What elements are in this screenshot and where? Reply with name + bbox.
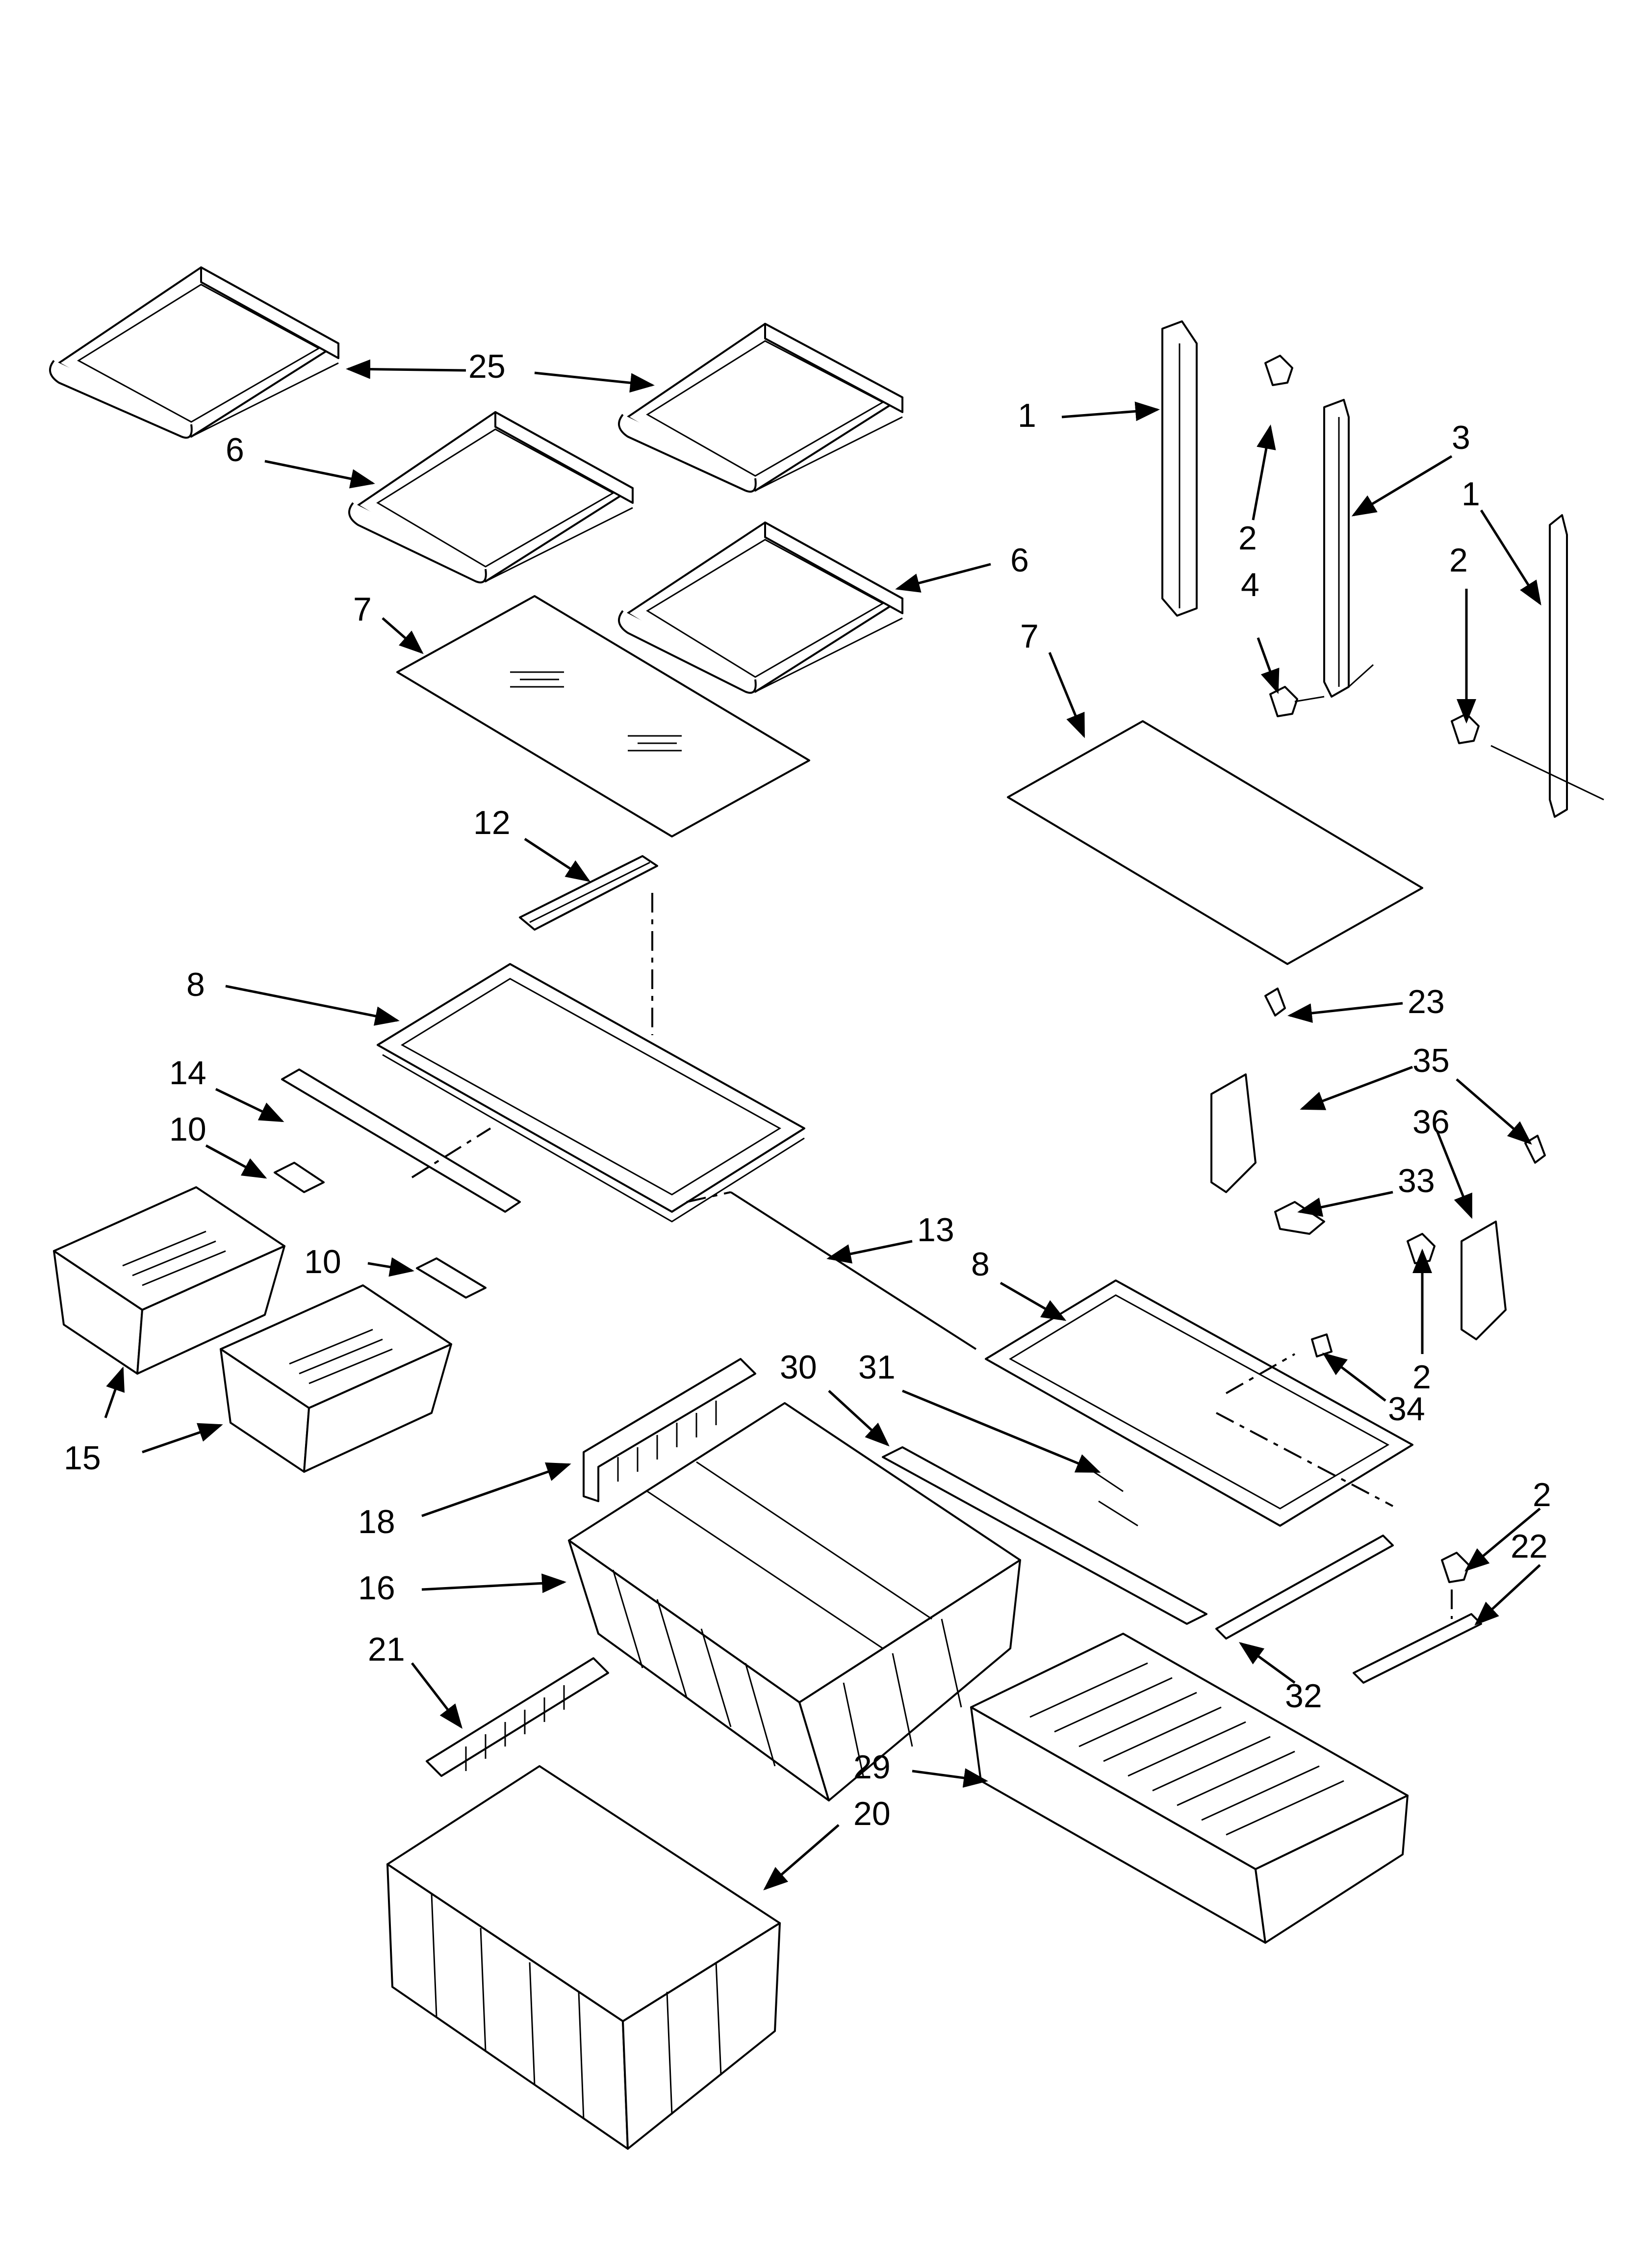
- bracket-32: [1215, 1535, 1394, 1640]
- crisper-shelf-frame-left: [377, 963, 805, 1223]
- callout-18: 18: [358, 1503, 395, 1540]
- callout-15: 15: [64, 1439, 101, 1477]
- crisper-drawer-upper: [53, 1186, 285, 1375]
- glass-shelf-left: [396, 595, 810, 837]
- clip-10: [274, 1162, 487, 1299]
- callout-33: 33: [1398, 1162, 1435, 1199]
- wire-basket-upper: [568, 1402, 1021, 1801]
- callout-23: 23: [1408, 983, 1445, 1020]
- callout-30: 30: [780, 1349, 817, 1386]
- callout-2: 2: [1449, 542, 1468, 579]
- callout-25: 25: [468, 348, 506, 385]
- crisper-drawer-lower: [220, 1284, 452, 1473]
- leader-lines: [104, 359, 1541, 1891]
- slide-trim-12: [519, 855, 658, 1035]
- callout-10: 10: [169, 1111, 206, 1148]
- wire-basket-lower: [386, 1765, 781, 2150]
- shelf-top-left: [49, 266, 339, 439]
- callout-2: 2: [1238, 520, 1257, 557]
- callout-29: 29: [853, 1748, 891, 1786]
- callout-21: 21: [368, 1631, 405, 1668]
- callout-31: 31: [858, 1349, 896, 1386]
- shelf-top-right: [618, 323, 903, 493]
- callout-6: 6: [226, 431, 244, 469]
- shelf-middle-left: [348, 411, 634, 584]
- callout-10: 10: [304, 1243, 341, 1280]
- shelf-middle-right: [618, 521, 903, 694]
- crisper-shelf-frame-right: [985, 1279, 1413, 1527]
- callout-7: 7: [1020, 618, 1039, 655]
- callout-35: 35: [1412, 1042, 1450, 1079]
- callout-36: 36: [1412, 1103, 1450, 1141]
- callout-13: 13: [917, 1211, 954, 1249]
- callout-32: 32: [1285, 1677, 1322, 1715]
- rail-right: [1490, 514, 1604, 818]
- callout-20: 20: [853, 1795, 891, 1832]
- callout-labels: 25 6 6 7 7 1 1 2 2 2 2 3 4 12 8 8 14 10 …: [64, 348, 1551, 1832]
- glass-shelf-right: [1007, 720, 1423, 965]
- crisper-trim-14: [281, 1069, 521, 1213]
- basket-divider-21: [426, 1657, 609, 1899]
- small-clips: [1210, 988, 1546, 1357]
- callout-12: 12: [473, 804, 511, 841]
- callout-34: 34: [1388, 1390, 1425, 1428]
- rail-middle: [1323, 399, 1374, 698]
- callout-8: 8: [971, 1246, 990, 1283]
- callout-1: 1: [1018, 397, 1036, 434]
- basket-divider-18: [583, 1358, 756, 1502]
- trim-30-31: [882, 1446, 1207, 1625]
- callout-8: 8: [186, 966, 205, 1003]
- callout-22: 22: [1511, 1528, 1548, 1565]
- deli-pan-29: [970, 1633, 1409, 1944]
- callout-6: 6: [1010, 542, 1029, 579]
- rail-left: [1161, 320, 1198, 617]
- callout-3: 3: [1452, 419, 1470, 456]
- callout-4: 4: [1241, 566, 1259, 603]
- callout-1: 1: [1462, 475, 1480, 513]
- callout-2: 2: [1533, 1476, 1551, 1513]
- callout-14: 14: [169, 1054, 206, 1092]
- callout-2: 2: [1412, 1358, 1431, 1396]
- callout-7: 7: [353, 591, 372, 628]
- rod-13: [686, 1191, 977, 1350]
- slide-22: [1353, 1590, 1482, 1684]
- callout-16: 16: [358, 1569, 395, 1607]
